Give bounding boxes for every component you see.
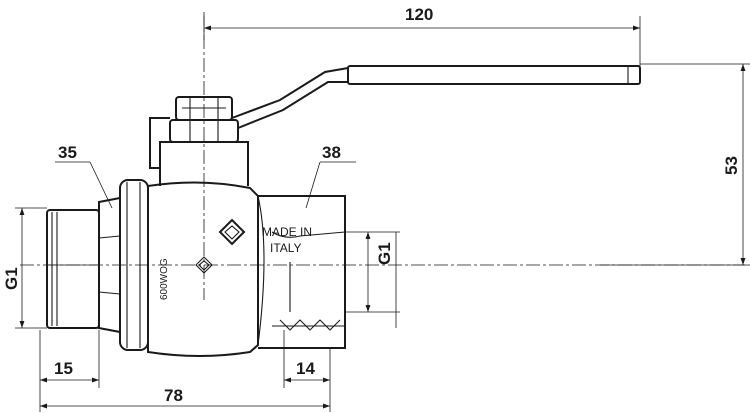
dimension-hex-left: 35 bbox=[55, 143, 113, 209]
dimension-thread-female: G1 bbox=[345, 231, 400, 328]
body-marking-pressure: 600WOG bbox=[159, 258, 170, 300]
dimension-hex-right: 38 bbox=[305, 143, 356, 209]
brand-logo-icon bbox=[195, 218, 246, 274]
dim-label-15: 15 bbox=[54, 359, 73, 378]
dim-label-g1-right: G1 bbox=[375, 242, 394, 265]
dim-label-53: 53 bbox=[722, 156, 741, 175]
dim-label-120: 120 bbox=[405, 5, 433, 24]
male-thread-end bbox=[46, 209, 100, 329]
body-marking-origin-line2: ITALY bbox=[270, 241, 302, 255]
dimension-handle-length: 120 bbox=[203, 5, 641, 66]
body-marking-origin-line1: MADE IN bbox=[262, 225, 312, 239]
stem-assembly bbox=[159, 96, 249, 186]
dim-label-38: 38 bbox=[322, 143, 341, 162]
handle-lever bbox=[149, 65, 641, 169]
dimension-total-length: 78 bbox=[40, 386, 330, 409]
dimension-thread-male: G1 bbox=[2, 207, 47, 329]
dimension-handle-height: 53 bbox=[600, 63, 750, 266]
female-thread-end bbox=[258, 195, 346, 349]
dim-label-78: 78 bbox=[164, 386, 183, 405]
dim-label-35: 35 bbox=[58, 143, 77, 162]
dim-label-14: 14 bbox=[296, 359, 315, 378]
dimension-female-thread-length: 14 bbox=[283, 330, 331, 412]
dim-label-g1-left: G1 bbox=[2, 267, 21, 290]
dimension-male-thread-length: 15 bbox=[39, 330, 100, 412]
valve-body bbox=[147, 181, 265, 357]
